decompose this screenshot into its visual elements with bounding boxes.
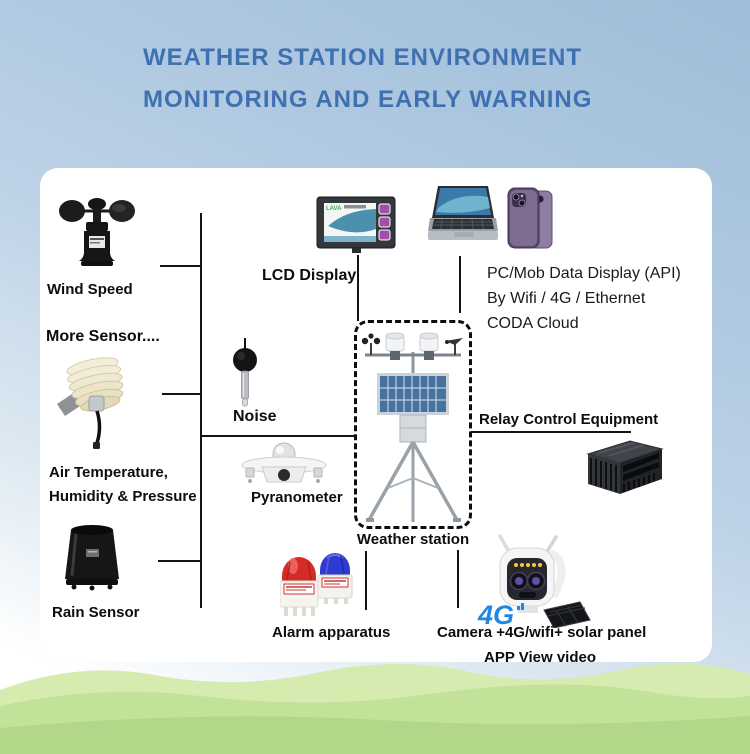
label-relay: Relay Control Equipment (479, 411, 659, 428)
connector-left-spine (200, 213, 202, 608)
noise-sensor-image (233, 338, 257, 407)
label-pc-line3: CODA Cloud (487, 315, 579, 332)
connector-wind-stub (160, 265, 201, 267)
alarm-apparatus-image (280, 553, 353, 616)
label-noise: Noise (233, 408, 277, 425)
relay-control-equipment-image (586, 440, 664, 494)
connector-lcd (357, 255, 359, 321)
lcd-display-image: LAVA (316, 196, 396, 253)
air-temp-humidity-sensor-image (57, 357, 124, 449)
label-lcd-display: LCD Display (262, 267, 357, 284)
pyranometer-image (241, 442, 327, 483)
label-rain-sensor: Rain Sensor (52, 604, 140, 621)
label-pc-line2: By Wifi / 4G / Ethernet (487, 290, 646, 307)
label-pc-line1: PC/Mob Data Display (API) (487, 265, 681, 282)
wind-speed-sensor-image (59, 198, 135, 266)
connector-airtemp-stub (162, 393, 201, 395)
laptop-image (428, 186, 498, 240)
label-pyranometer: Pyranometer (251, 489, 343, 506)
connector-main-left (201, 435, 355, 437)
label-more-sensor: More Sensor.... (46, 328, 160, 345)
label-weather-station: Weather station (356, 531, 470, 548)
connector-camera (457, 550, 459, 608)
smartphone-image (507, 187, 553, 249)
label-air-line1: Air Temperature, (49, 464, 168, 481)
camera-image: 4G (477, 534, 591, 628)
connector-laptop (459, 256, 461, 313)
weather-station-dashed-box (354, 320, 472, 529)
camera-4g-logo: 4G (477, 600, 514, 628)
connector-rain-stub (158, 560, 201, 562)
label-camera: Camera +4G/wifi+ solar panel (437, 624, 647, 641)
connector-relay (471, 431, 631, 433)
page-title-line2: MONITORING AND EARLY WARNING (143, 86, 593, 113)
label-air-line2: Humidity & Pressure (49, 488, 197, 505)
diagram-panel (40, 168, 712, 662)
connector-alarm (365, 551, 367, 610)
grass-foreground (0, 663, 750, 754)
rain-sensor-image (65, 525, 119, 591)
label-app-view-video: APP View video (484, 649, 596, 666)
weather-station-image (361, 332, 463, 522)
lcd-brand-text: LAVA (326, 206, 342, 212)
label-wind-speed: Wind Speed (47, 281, 133, 298)
label-alarm-apparatus: Alarm apparatus (272, 624, 391, 641)
page-title-line1: WEATHER STATION ENVIRONMENT (143, 44, 582, 71)
